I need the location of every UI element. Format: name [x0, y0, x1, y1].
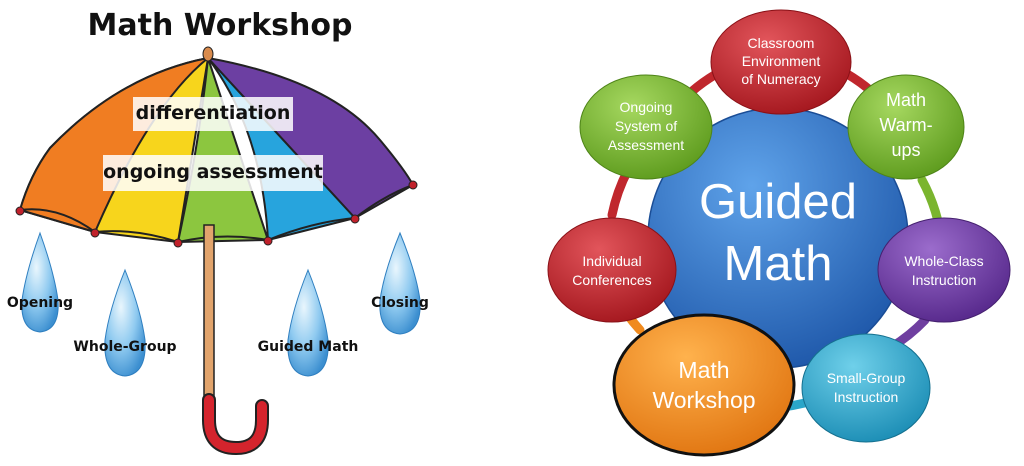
canopy-tip — [15, 206, 25, 216]
node-label: Warm- — [879, 115, 932, 135]
node-label: Individual — [582, 253, 641, 269]
raindrop-shape — [21, 231, 59, 333]
drop-label-guided-math: Guided Math — [258, 339, 359, 355]
svg-text:of Numeracy: of Numeracy — [741, 71, 820, 87]
node-label: Small-Group — [827, 370, 906, 386]
node-label: of Numeracy — [741, 71, 820, 87]
center-label-line-1: Guided — [699, 175, 857, 229]
umbrella-shaft — [203, 224, 215, 406]
node-label: Conferences — [572, 272, 651, 288]
guided-math-cycle: Guided Math Classroom Environment of Num… — [547, 9, 1011, 457]
drop-label-closing: Closing — [371, 295, 429, 311]
umbrella-diagram: Math Workshop differentiatio — [7, 8, 429, 456]
svg-text:Math: Math — [886, 90, 926, 110]
svg-text:Individual: Individual — [582, 253, 641, 269]
node-ongoing-system-of-assessment: Ongoing System of Assessment — [579, 74, 713, 180]
node-label: Math — [678, 357, 729, 383]
svg-text:System of: System of — [615, 118, 677, 134]
raindrop-closing: Closing — [371, 231, 429, 335]
band-label-box-1 — [133, 97, 293, 131]
node-label: Ongoing — [620, 99, 673, 115]
node-circle — [710, 9, 852, 115]
svg-text:Whole-Class: Whole-Class — [904, 253, 983, 269]
node-label: Classroom — [748, 35, 815, 51]
center-label-line-2: Math — [724, 237, 833, 291]
svg-text:Ongoing: Ongoing — [620, 99, 673, 115]
svg-text:Environment: Environment — [742, 53, 821, 69]
node-circle — [579, 74, 713, 180]
node-circle — [612, 313, 796, 457]
raindrop-opening: Opening — [7, 231, 73, 333]
node-circle — [877, 217, 1011, 323]
svg-text:Assessment: Assessment — [608, 137, 684, 153]
svg-text:ups: ups — [891, 140, 920, 160]
node-label: Whole-Class — [904, 253, 983, 269]
svg-text:Small-Group: Small-Group — [827, 370, 906, 386]
band-label-box-2 — [103, 155, 323, 191]
raindrop-shape — [379, 231, 421, 335]
svg-text:Warm-: Warm- — [879, 115, 932, 135]
node-whole-class-instruction: Whole-Class Instruction — [877, 217, 1011, 323]
node-circle — [847, 74, 965, 180]
node-label: System of — [615, 118, 677, 134]
node-small-group-instruction: Small-Group Instruction — [801, 333, 931, 443]
canopy-tip — [350, 214, 360, 224]
svg-text:Math: Math — [678, 357, 729, 383]
band-label-differentiation: differentiation — [136, 102, 291, 124]
umbrella-title: Math Workshop — [88, 8, 353, 43]
node-math-warm-ups: Math Warm- ups — [847, 74, 965, 180]
drop-label-whole-group: Whole-Group — [73, 339, 176, 355]
node-label: Math — [886, 90, 926, 110]
node-math-workshop: Math Workshop — [612, 313, 796, 457]
node-label: Assessment — [608, 137, 684, 153]
raindrop-shape — [287, 268, 329, 377]
node-label: Environment — [742, 53, 821, 69]
canopy-tip — [173, 238, 183, 248]
canopy-tip — [263, 236, 273, 246]
svg-text:Workshop: Workshop — [652, 387, 755, 413]
node-circle — [801, 333, 931, 443]
drop-label-opening: Opening — [7, 295, 73, 311]
canopy-tip — [408, 180, 418, 190]
node-label: Instruction — [912, 272, 977, 288]
umbrella-top-knob — [202, 46, 214, 62]
svg-text:Instruction: Instruction — [912, 272, 977, 288]
canopy-tip — [90, 228, 100, 238]
band-label-ongoing-assessment: ongoing assessment — [103, 161, 323, 183]
svg-text:Instruction: Instruction — [834, 389, 899, 405]
svg-text:Conferences: Conferences — [572, 272, 651, 288]
svg-text:Classroom: Classroom — [748, 35, 815, 51]
umbrella-handle-fill — [204, 395, 267, 454]
raindrop-whole-group: Whole-Group — [73, 268, 177, 377]
node-classroom-environment: Classroom Environment of Numeracy — [710, 9, 852, 115]
node-label: Workshop — [652, 387, 755, 413]
raindrop-guided-math: Guided Math — [258, 268, 359, 377]
canopy-tips — [15, 46, 418, 248]
umbrella-canopy — [19, 57, 414, 243]
node-circle — [547, 217, 677, 323]
node-label: ups — [891, 140, 920, 160]
node-individual-conferences: Individual Conferences — [547, 217, 677, 323]
node-label: Instruction — [834, 389, 899, 405]
raindrop-shape — [104, 268, 146, 377]
